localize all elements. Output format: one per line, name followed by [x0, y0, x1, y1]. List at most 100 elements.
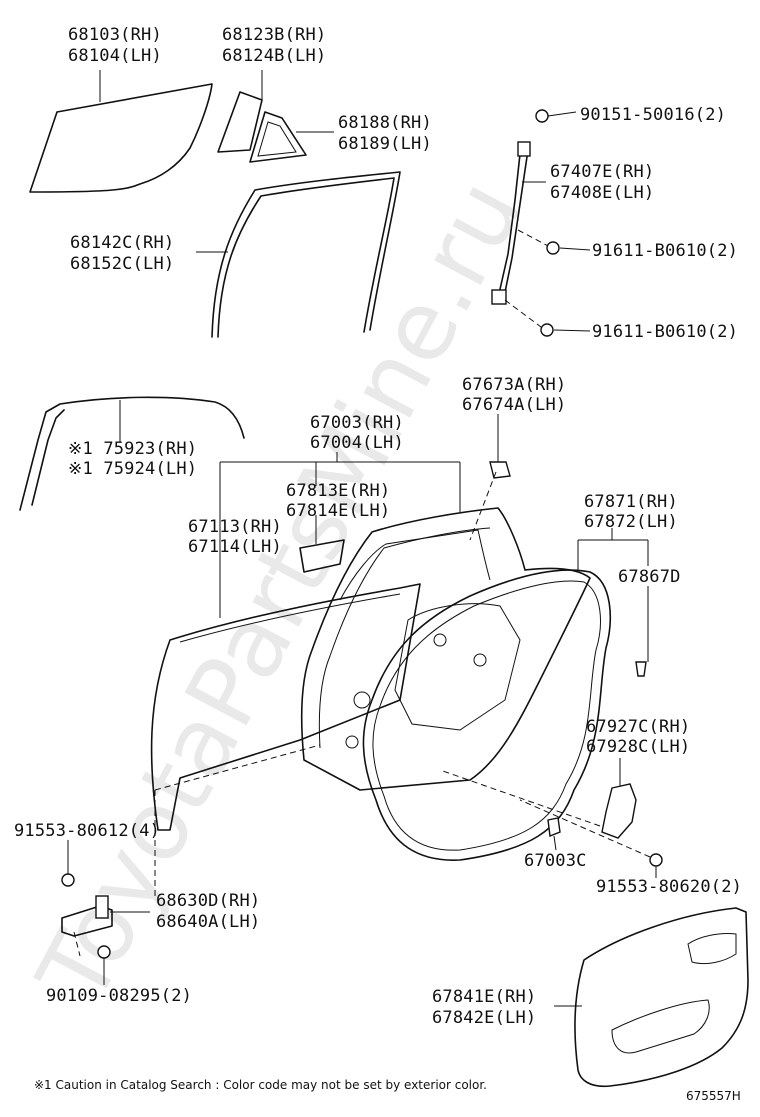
- door-inner-panel-edge: [318, 527, 491, 749]
- callout-line: 68188(RH): [338, 113, 432, 133]
- callout-line: 91611-B0610(2): [592, 241, 738, 261]
- callout-line: 91611-B0610(2): [592, 322, 738, 342]
- leader-91611a: [559, 247, 591, 251]
- door-clip-dashline: [469, 471, 497, 541]
- door-trim-armrest-outline: [611, 999, 710, 1054]
- callout-68123[interactable]: 68123B(RH) 68124B(LH): [222, 25, 326, 66]
- callout-68188[interactable]: 68188(RH) 68189(LH): [338, 113, 432, 154]
- window-regulator-outline: [394, 603, 521, 731]
- callout-67813[interactable]: 67813E(RH) 67814E(LH): [286, 481, 390, 521]
- callout-line: ※1 75924(LH): [68, 459, 197, 479]
- hole-plug-part[interactable]: [547, 817, 561, 837]
- callout-91553a[interactable]: 91553-80612(4): [14, 821, 160, 841]
- callout-91611a[interactable]: 91611-B0610(2): [592, 241, 738, 261]
- frame-hole-4: [473, 653, 487, 667]
- callout-line: 67872(LH): [584, 512, 678, 532]
- callout-line: 68142C(RH): [70, 233, 174, 253]
- door-trim-board-part[interactable]: [574, 907, 749, 1088]
- callout-line: 68103(RH): [68, 25, 162, 45]
- callout-91611b[interactable]: 91611-B0610(2): [592, 322, 738, 342]
- callout-line: 67407E(RH): [550, 162, 654, 182]
- callout-line: 67003(RH): [310, 413, 404, 433]
- door-clip-part[interactable]: [489, 461, 511, 479]
- bolt-91611-upper-icon[interactable]: [546, 241, 560, 255]
- caution-note: ※1 Caution in Catalog Search : Color cod…: [34, 1078, 487, 1092]
- callout-line: 67673A(RH): [462, 375, 566, 395]
- division-bar-clip-top: [517, 141, 531, 157]
- leader-90151: [547, 111, 577, 117]
- callout-line: 91553-80620(2): [596, 877, 742, 897]
- callout-line: 68123B(RH): [222, 25, 326, 45]
- callout-line: 67841E(RH): [432, 987, 536, 1007]
- callout-line: 67114(LH): [188, 537, 282, 557]
- callout-line: 68189(LH): [338, 134, 432, 154]
- callout-67927[interactable]: 67927C(RH) 67928C(LH): [586, 717, 690, 757]
- run-channel-part[interactable]: [211, 171, 401, 338]
- frame-hole-1: [353, 691, 371, 709]
- callout-75923[interactable]: ※1 75923(RH) ※1 75924(LH): [68, 439, 197, 479]
- division-bar-dashline-top: [517, 229, 553, 249]
- callout-line: 90151-50016(2): [580, 105, 726, 125]
- weatherstrip-clip-part[interactable]: [635, 661, 647, 677]
- callout-line: 91553-80612(4): [14, 821, 160, 841]
- callout-line: 67003C: [524, 851, 587, 871]
- callout-line: 90109-08295(2): [46, 986, 192, 1006]
- callout-67407[interactable]: 67407E(RH) 67408E(LH): [550, 162, 654, 203]
- leader-67871: [577, 528, 649, 570]
- hinge-dashline-frame: [154, 744, 321, 791]
- callout-line: 67928C(LH): [586, 737, 690, 757]
- figure-code: 675557H: [686, 1089, 741, 1103]
- callout-line: 67113(RH): [188, 517, 282, 537]
- weatherstrip-inner-line: [372, 580, 601, 851]
- callout-67673[interactable]: 67673A(RH) 67674A(LH): [462, 375, 566, 415]
- door-weatherstrip-part[interactable]: [362, 569, 612, 861]
- frame-hole-2: [345, 735, 359, 749]
- bolt-91553-80620-icon[interactable]: [649, 853, 663, 867]
- leader-67003: [219, 452, 461, 618]
- callout-90109[interactable]: 90109-08295(2): [46, 986, 192, 1006]
- callout-68630[interactable]: 68630D(RH) 68640A(LH): [156, 891, 260, 932]
- callout-67003[interactable]: 67003(RH) 67004(LH): [310, 413, 404, 453]
- leader-91611b: [553, 329, 591, 332]
- door-check-hinge-plate: [95, 895, 109, 919]
- bolt-80620-dashline: [519, 799, 651, 858]
- callout-90151[interactable]: 90151-50016(2): [580, 105, 726, 125]
- door-inner-panel-frame[interactable]: [300, 507, 591, 791]
- frame-hole-3: [433, 633, 447, 647]
- callout-67867[interactable]: 67867D: [618, 567, 681, 587]
- belt-moulding-part[interactable]: [19, 396, 245, 511]
- callout-67841[interactable]: 67841E(RH) 67842E(LH): [432, 987, 536, 1028]
- callout-68103[interactable]: 68103(RH) 68104(LH): [68, 25, 162, 66]
- callout-line: 68630D(RH): [156, 891, 260, 911]
- hinge-dashline-bolt: [73, 931, 81, 957]
- hinge-bracket-part[interactable]: [601, 783, 637, 839]
- callout-line: 67813E(RH): [286, 481, 390, 501]
- callout-line: 67004(LH): [310, 433, 404, 453]
- division-bar-dashline-bottom: [504, 299, 546, 331]
- callout-line: 68152C(LH): [70, 254, 174, 274]
- callout-line: 67927C(RH): [586, 717, 690, 737]
- outer-panel-inner-line: [179, 593, 401, 643]
- callout-67003c[interactable]: 67003C: [524, 851, 587, 871]
- callout-91553b[interactable]: 91553-80620(2): [596, 877, 742, 897]
- callout-line: 67842E(LH): [432, 1008, 536, 1028]
- hinge-bracket-dashline: [439, 769, 601, 827]
- callout-line: 67674A(LH): [462, 395, 566, 415]
- door-glass-part[interactable]: [29, 83, 213, 193]
- callout-68142[interactable]: 68142C(RH) 68152C(LH): [70, 233, 174, 274]
- callout-line: 68640A(LH): [156, 912, 260, 932]
- callout-67113[interactable]: 67113(RH) 67114(LH): [188, 517, 282, 557]
- leader-67003c: [553, 835, 557, 851]
- quarter-glass-part[interactable]: [217, 91, 263, 153]
- callout-line: ※1 75923(RH): [68, 439, 197, 459]
- callout-67871[interactable]: 67871(RH) 67872(LH): [584, 492, 678, 532]
- service-hole-cover-pad[interactable]: [299, 539, 345, 573]
- bolt-91611-lower-icon[interactable]: [540, 323, 554, 337]
- bolt-90109-icon[interactable]: [97, 945, 111, 959]
- quarter-weatherstrip-inner-edge: [257, 121, 297, 157]
- quarter-weatherstrip-part[interactable]: [249, 111, 307, 163]
- bolt-91553-80612-icon[interactable]: [61, 873, 75, 887]
- screw-90151-icon[interactable]: [535, 109, 549, 123]
